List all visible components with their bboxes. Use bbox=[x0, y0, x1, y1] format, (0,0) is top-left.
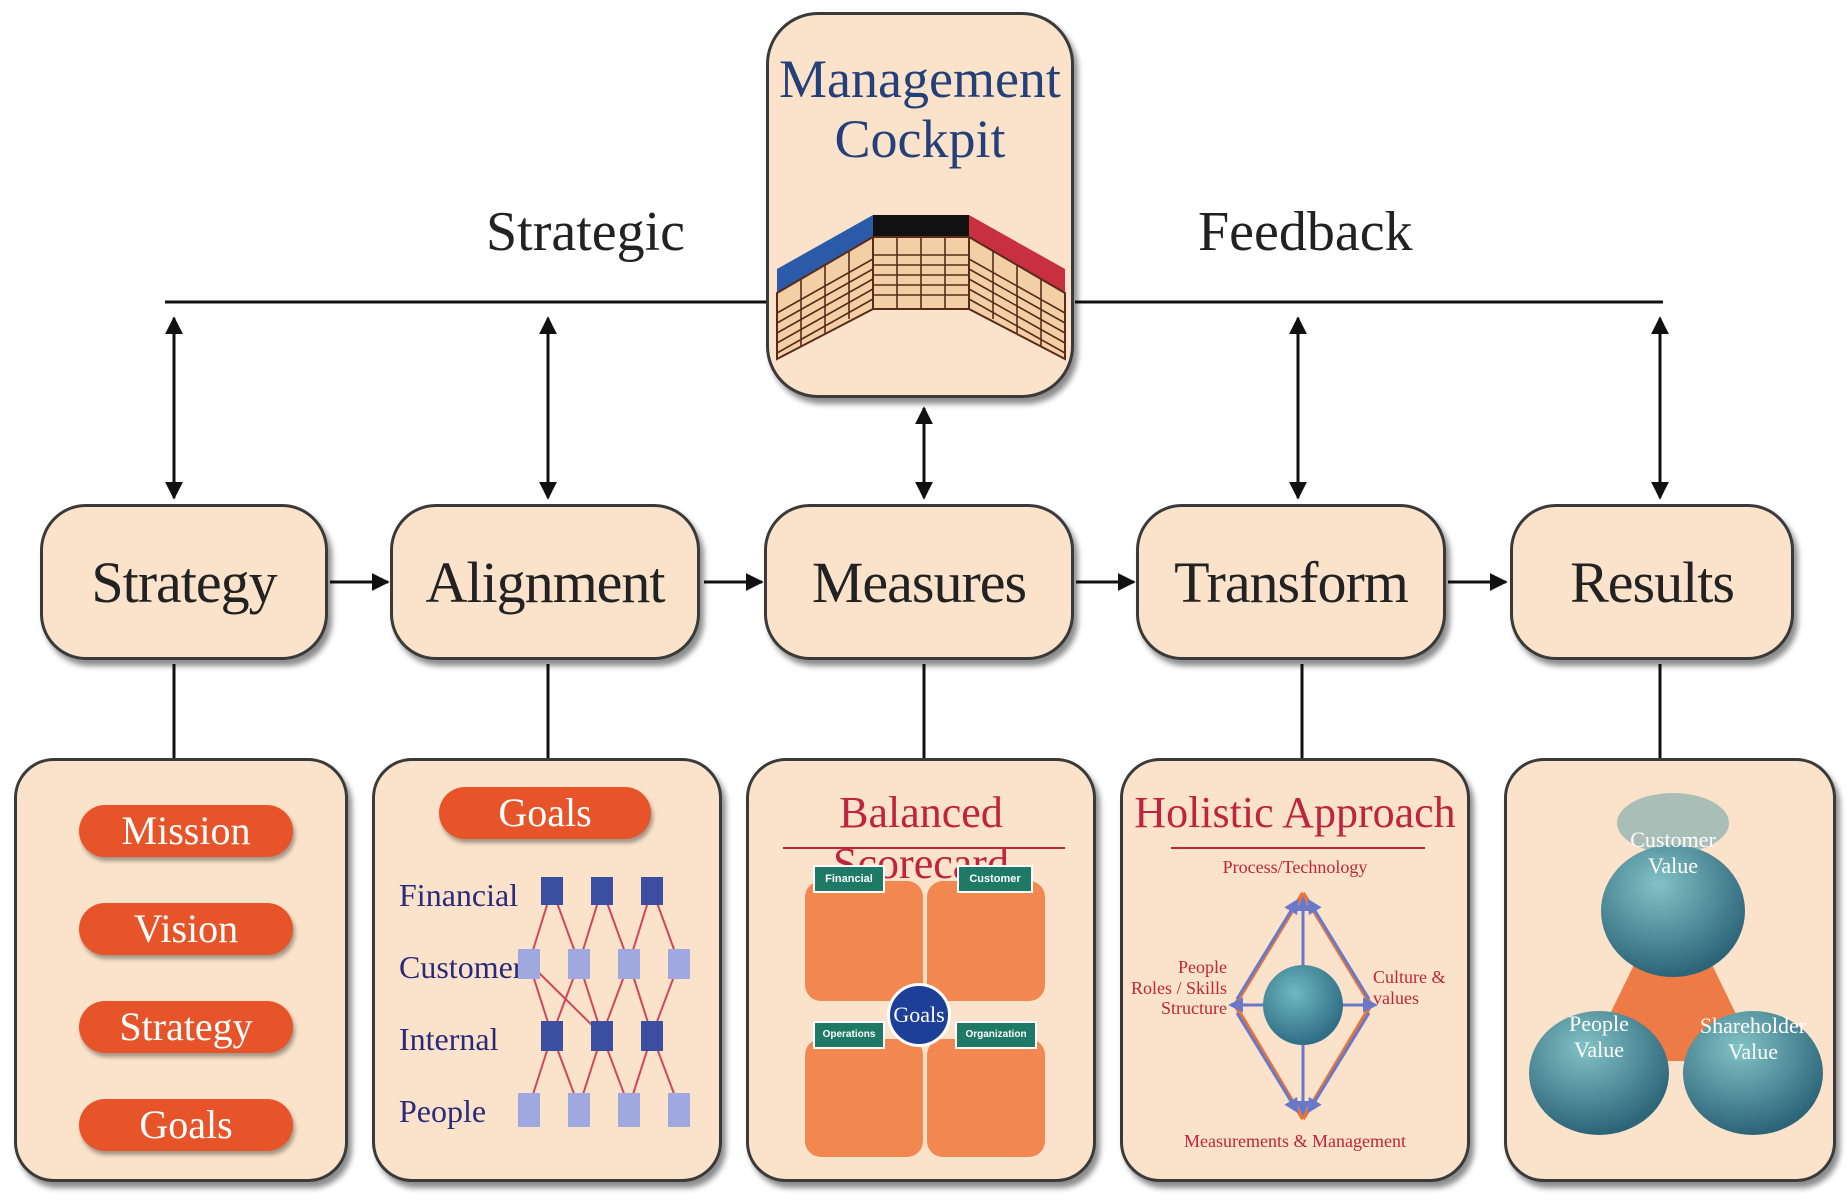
tag-customer: Customer bbox=[957, 865, 1033, 893]
cockpit-room-illustration bbox=[776, 215, 1066, 361]
shareholder-value-line2: Value bbox=[1727, 1039, 1779, 1064]
stage-transform: Transform bbox=[1136, 504, 1446, 660]
balanced-scorecard-title: Balanced Scorecard bbox=[833, 788, 1009, 888]
quadrant-financial bbox=[805, 881, 923, 1001]
balanced-scorecard-underline bbox=[783, 847, 1065, 849]
pill-goals: Goals bbox=[79, 1099, 293, 1151]
label-process-technology: Process/Technology bbox=[1222, 857, 1368, 877]
label-values: values bbox=[1373, 987, 1419, 1008]
alignment-goals-pill: Goals bbox=[439, 787, 651, 839]
quadrant-customer bbox=[927, 881, 1045, 1001]
customer-value-line1: Customer bbox=[1630, 827, 1716, 852]
alignment-row-financial: Financial bbox=[399, 877, 519, 913]
alignment-goal-network bbox=[518, 877, 690, 1127]
feedback-label: Feedback bbox=[1198, 201, 1413, 263]
tag-financial: Financial bbox=[813, 865, 885, 893]
pill-mission: Mission bbox=[79, 805, 293, 857]
stage-alignment: Alignment bbox=[390, 504, 700, 660]
stage-strategy: Strategy bbox=[40, 504, 328, 660]
scorecard-goals-circle: Goals bbox=[887, 983, 951, 1047]
holistic-approach-underline bbox=[1171, 847, 1425, 849]
quadrant-operations bbox=[805, 1039, 923, 1157]
strategic-label: Strategic bbox=[486, 201, 686, 263]
cockpit-title-line2: Cockpit bbox=[834, 109, 1006, 169]
label-measurements-management: Measurements & Management bbox=[1184, 1131, 1406, 1151]
strategy-panel: Mission Vision Strategy Goals bbox=[14, 758, 348, 1182]
customer-value-line2: Value bbox=[1647, 853, 1699, 878]
alignment-row-customer: Customer bbox=[399, 949, 524, 985]
stage-results: Results bbox=[1510, 504, 1794, 660]
measures-panel: Balanced Scorecard Financial Customer Op… bbox=[746, 758, 1096, 1182]
holistic-diamond-diagram bbox=[1228, 891, 1378, 1121]
alignment-row-people: People bbox=[399, 1093, 487, 1129]
cockpit-title-line1: Management bbox=[779, 49, 1061, 109]
people-value-line1: People bbox=[1569, 1011, 1629, 1036]
pill-vision: Vision bbox=[79, 903, 293, 955]
value-triangle bbox=[1529, 793, 1823, 1135]
holistic-approach-title: Holistic Approach bbox=[1134, 788, 1456, 837]
pill-strategy: Strategy bbox=[79, 1001, 293, 1053]
label-people: People bbox=[1178, 957, 1227, 977]
people-value-label: People Value bbox=[1539, 1011, 1659, 1063]
stage-measures: Measures bbox=[764, 504, 1074, 660]
management-cockpit-box: Management Cockpit bbox=[766, 12, 1074, 398]
label-roles-skills: Roles / Skills bbox=[1130, 977, 1227, 998]
results-panel: Customer Value People Value Shareholder … bbox=[1504, 758, 1836, 1182]
label-culture-values: Culture & values bbox=[1373, 967, 1453, 1008]
label-culture: Culture & bbox=[1373, 967, 1446, 987]
transform-panel: Holistic Approach Process/Technology Peo… bbox=[1120, 758, 1470, 1182]
tag-organization: Organization bbox=[955, 1021, 1037, 1049]
shareholder-value-label: Shareholder Value bbox=[1683, 1013, 1823, 1065]
label-people-roles-structure: People Roles / Skills Structure bbox=[1129, 957, 1227, 1019]
cockpit-title: Management Cockpit bbox=[769, 49, 1071, 169]
alignment-panel: Goals Financial Customer Internal People bbox=[372, 758, 722, 1182]
shareholder-value-line1: Shareholder bbox=[1699, 1013, 1807, 1038]
label-structure: Structure bbox=[1161, 998, 1227, 1019]
tag-operations: Operations bbox=[813, 1021, 885, 1049]
customer-value-label: Customer Value bbox=[1613, 827, 1733, 879]
alignment-row-internal: Internal bbox=[399, 1021, 499, 1057]
people-value-line2: Value bbox=[1573, 1037, 1625, 1062]
quadrant-organization bbox=[927, 1039, 1045, 1157]
